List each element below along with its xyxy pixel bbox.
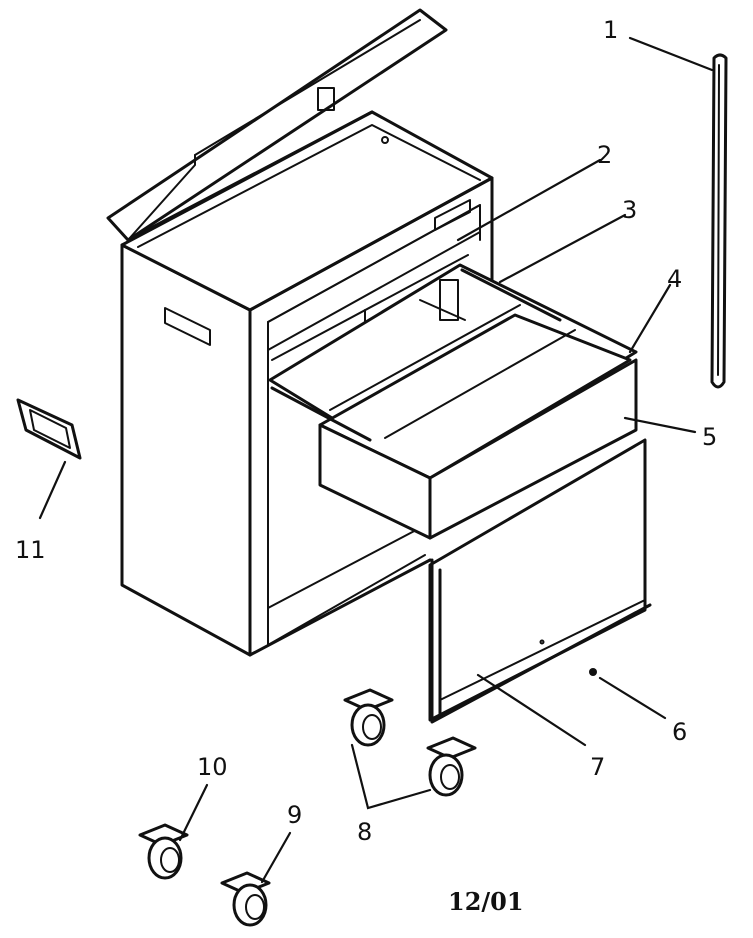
date-code: 12/01 bbox=[448, 887, 524, 916]
drawer bbox=[268, 263, 638, 540]
leader-lines bbox=[38, 36, 714, 884]
callout-2: 2 bbox=[597, 141, 612, 169]
caster-8b bbox=[426, 736, 477, 797]
callout-1: 1 bbox=[603, 16, 618, 44]
callout-10: 10 bbox=[197, 753, 228, 781]
side-handle bbox=[16, 398, 82, 460]
callout-6: 6 bbox=[672, 718, 687, 746]
caster-9 bbox=[220, 871, 271, 927]
callout-7: 7 bbox=[590, 753, 605, 781]
callout-5: 5 bbox=[702, 423, 717, 451]
callout-8: 8 bbox=[357, 818, 372, 846]
caster-10 bbox=[138, 823, 189, 880]
door-panel bbox=[428, 438, 652, 724]
callout-3: 3 bbox=[622, 196, 637, 224]
lid bbox=[106, 8, 448, 242]
caster-8a bbox=[343, 688, 394, 747]
screw bbox=[589, 668, 597, 676]
callout-9: 9 bbox=[287, 801, 302, 829]
trim-strip bbox=[710, 53, 728, 389]
callout-11: 11 bbox=[15, 536, 46, 564]
cabinet-body bbox=[120, 110, 494, 657]
callout-4: 4 bbox=[667, 265, 682, 293]
